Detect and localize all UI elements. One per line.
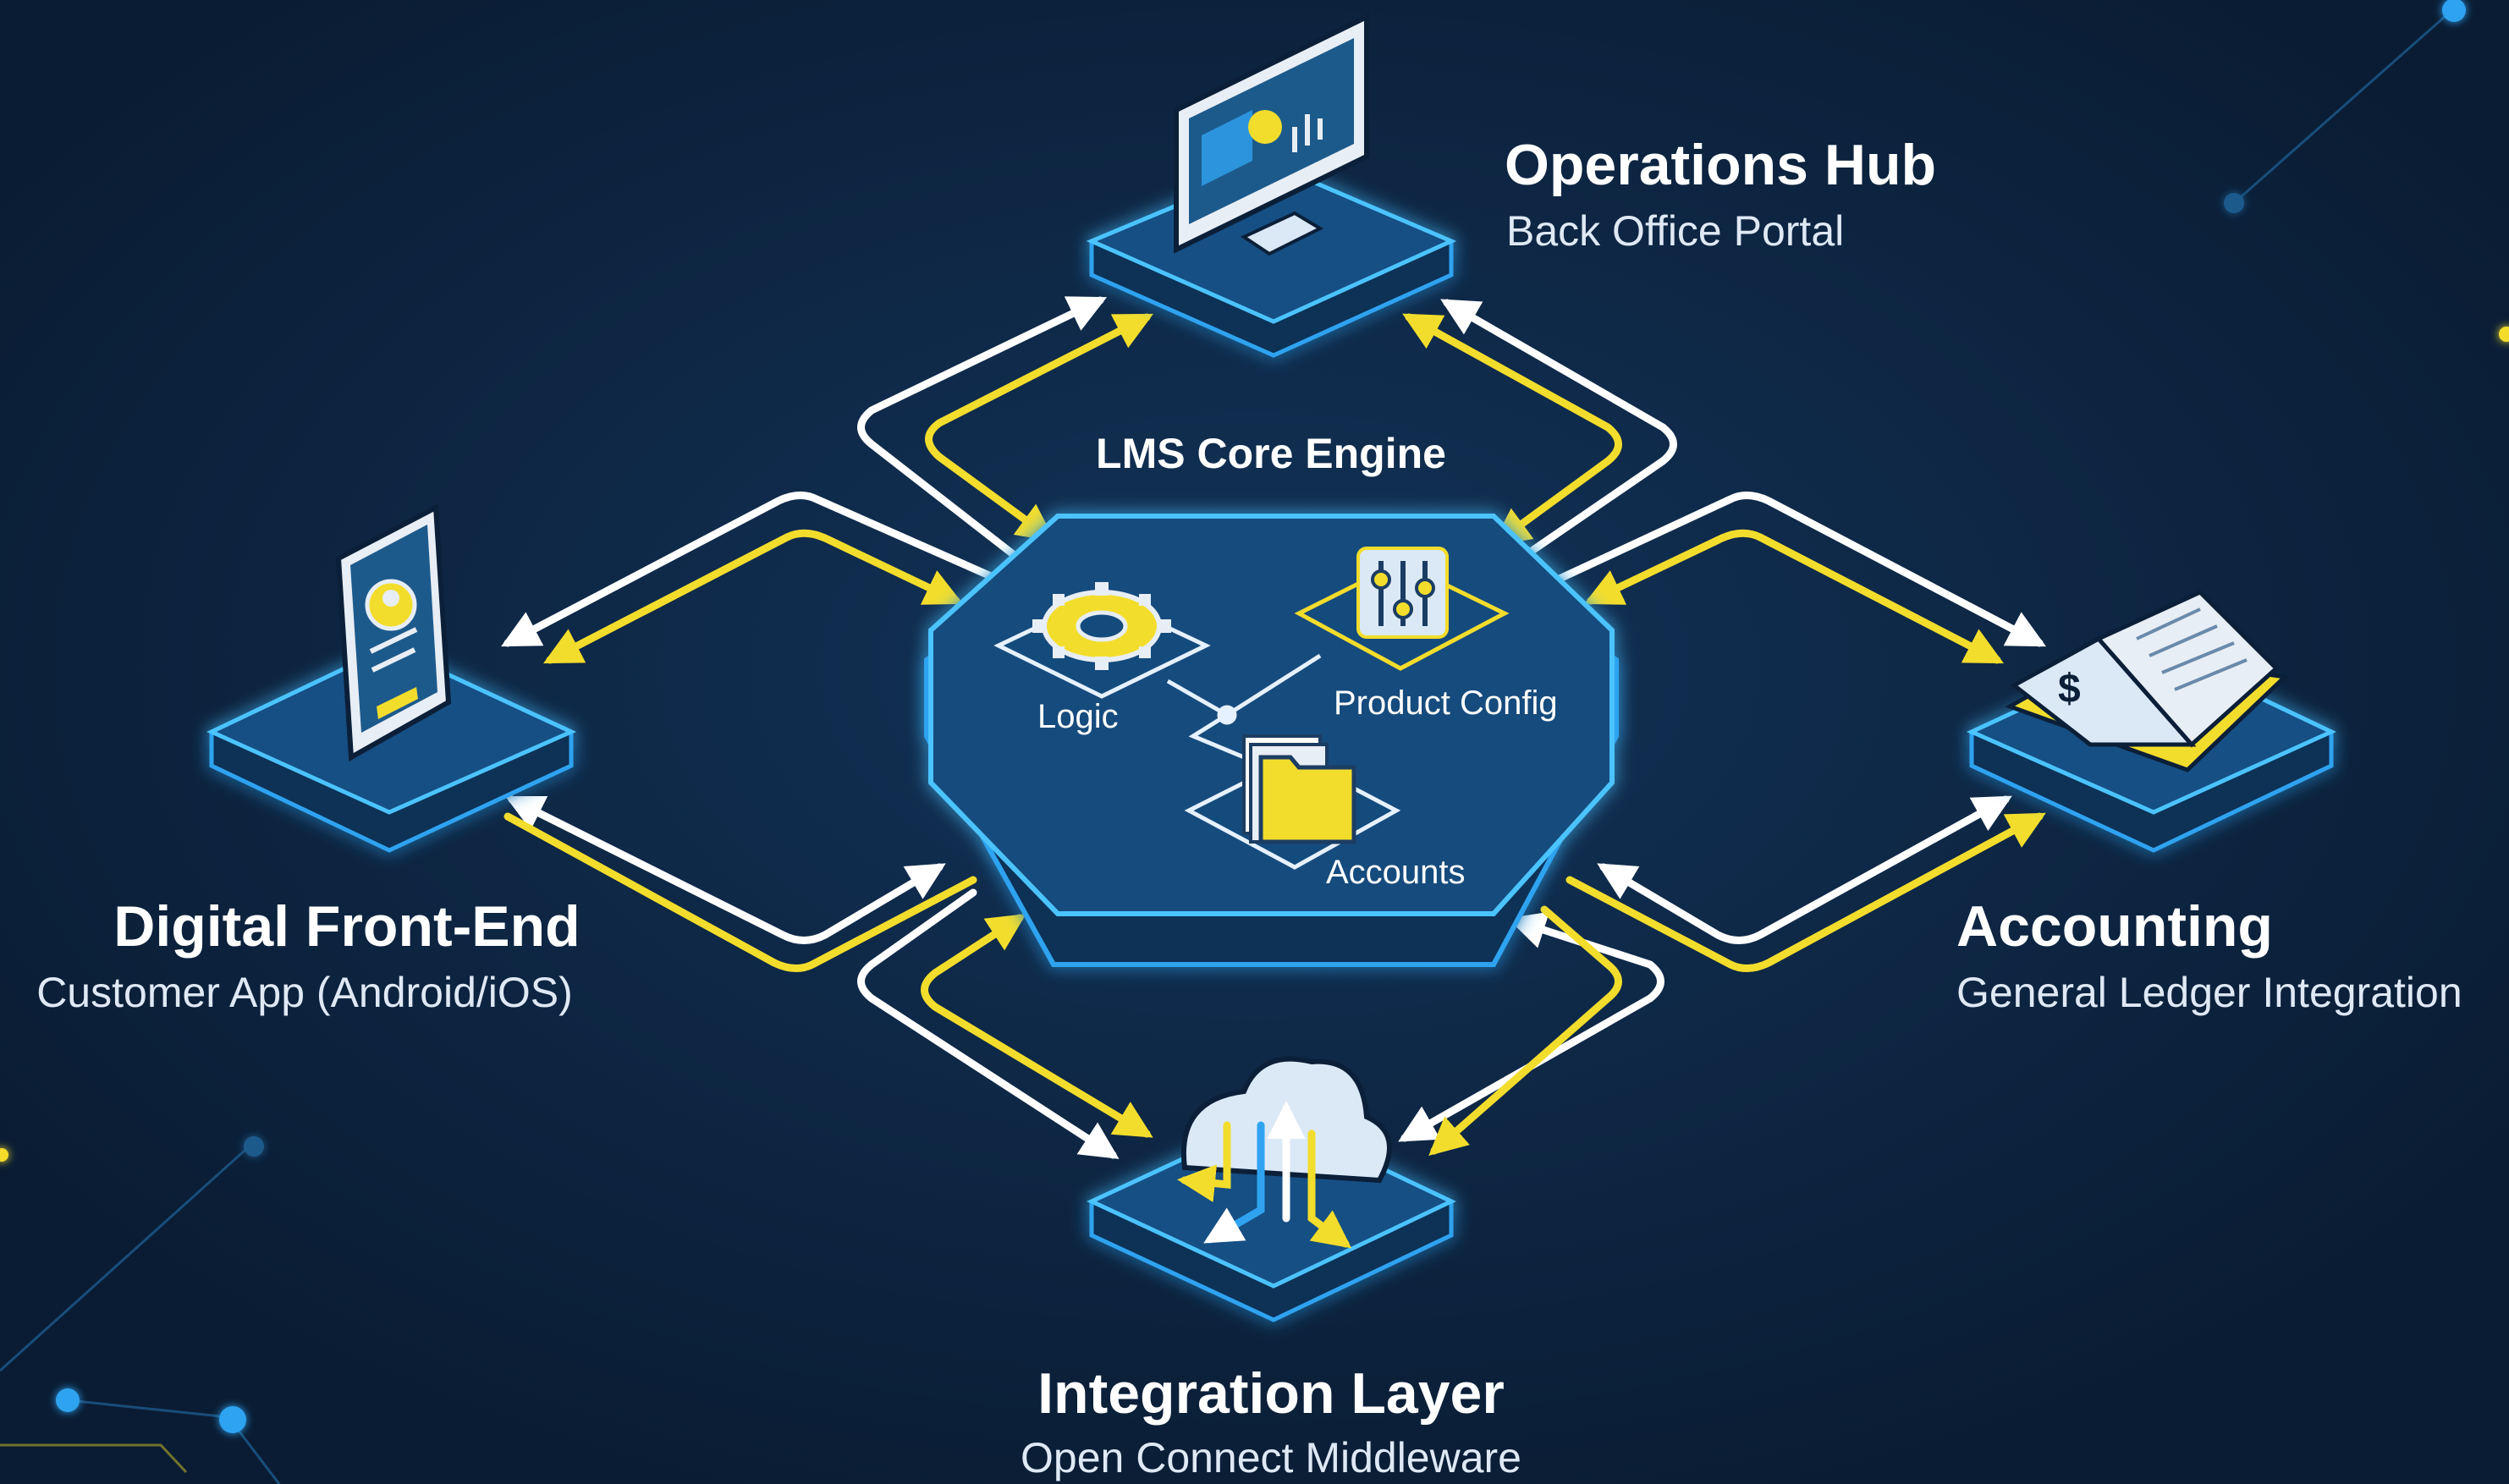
arrow-integration-to-core-yellow xyxy=(921,914,1153,1138)
arrow-integration-to-core-white-right xyxy=(1398,911,1664,1142)
node-accounting: $ Accounting General Ledger Integration xyxy=(1956,590,2462,1016)
arrow-core-to-operations-yellow-right xyxy=(1402,313,1622,547)
core-module-logic: Logic xyxy=(993,582,1211,735)
ledger-book-icon: $ xyxy=(2005,590,2290,772)
integration-layer-title: Integration Layer xyxy=(1037,1361,1505,1426)
cloud-sync-icon xyxy=(1177,1056,1392,1249)
arrow-frontend-to-core-yellow xyxy=(543,529,964,664)
arrow-frontend-to-core-white-lower xyxy=(504,795,946,944)
arrow-core-to-integration-yellow-right xyxy=(1428,905,1622,1156)
folder-icon xyxy=(1242,734,1356,844)
arrow-accounting-to-core-yellow xyxy=(1583,529,2004,664)
accounts-label: Accounts xyxy=(1326,854,1466,891)
core-engine-title: LMS Core Engine xyxy=(1096,430,1446,477)
accounting-title: Accounting xyxy=(1956,894,2273,959)
digital-front-end-subtitle: Customer App (Android/iOS) xyxy=(36,969,573,1016)
arrow-operations-to-core-yellow xyxy=(925,313,1154,542)
connector-core-operations-hub xyxy=(857,296,1677,567)
node-integration-layer: Integration Layer Open Connect Middlewar… xyxy=(1021,1056,1521,1481)
arrow-core-to-frontend-white xyxy=(501,492,1003,647)
arrow-core-to-integration-white xyxy=(857,888,1120,1159)
arrow-operations-to-core-white-right xyxy=(1440,299,1677,567)
connector-core-integration-layer xyxy=(857,888,1664,1159)
core-module-links xyxy=(1166,653,1322,760)
arrow-core-to-frontend-yellow-lower xyxy=(503,812,977,972)
arrow-core-to-operations-white xyxy=(857,296,1108,567)
arrow-core-to-accounting-yellow-lower xyxy=(1565,812,2046,972)
sliders-icon xyxy=(1356,547,1449,639)
arrow-accounting-to-core-white-lower xyxy=(1597,795,2012,944)
dollar-sign-glyph: $ xyxy=(2058,667,2081,712)
arrow-core-to-accounting-white xyxy=(1544,492,2046,647)
decorative-network-dots xyxy=(0,0,2509,1433)
digital-front-end-title: Digital Front-End xyxy=(113,894,580,959)
integration-layer-subtitle: Open Connect Middleware xyxy=(1021,1434,1521,1481)
node-digital-front-end: Digital Front-End Customer App (Android/… xyxy=(36,503,580,1016)
core-module-product-config: Product Config xyxy=(1294,547,1558,722)
smartphone-icon xyxy=(335,503,452,761)
core-module-accounts: Accounts xyxy=(1184,734,1466,891)
connector-core-accounting xyxy=(1544,492,2046,972)
node-operations-hub: Operations Hub Back Office Portal xyxy=(1086,13,1936,358)
monitor-icon xyxy=(1174,13,1369,256)
operations-hub-subtitle: Back Office Portal xyxy=(1506,207,1844,255)
logic-label: Logic xyxy=(1037,698,1119,735)
operations-hub-title: Operations Hub xyxy=(1505,133,1936,197)
gear-icon xyxy=(1032,582,1171,670)
product-config-label: Product Config xyxy=(1334,684,1558,722)
accounting-subtitle: General Ledger Integration xyxy=(1956,969,2462,1016)
connector-core-digital-front-end xyxy=(501,492,1003,972)
